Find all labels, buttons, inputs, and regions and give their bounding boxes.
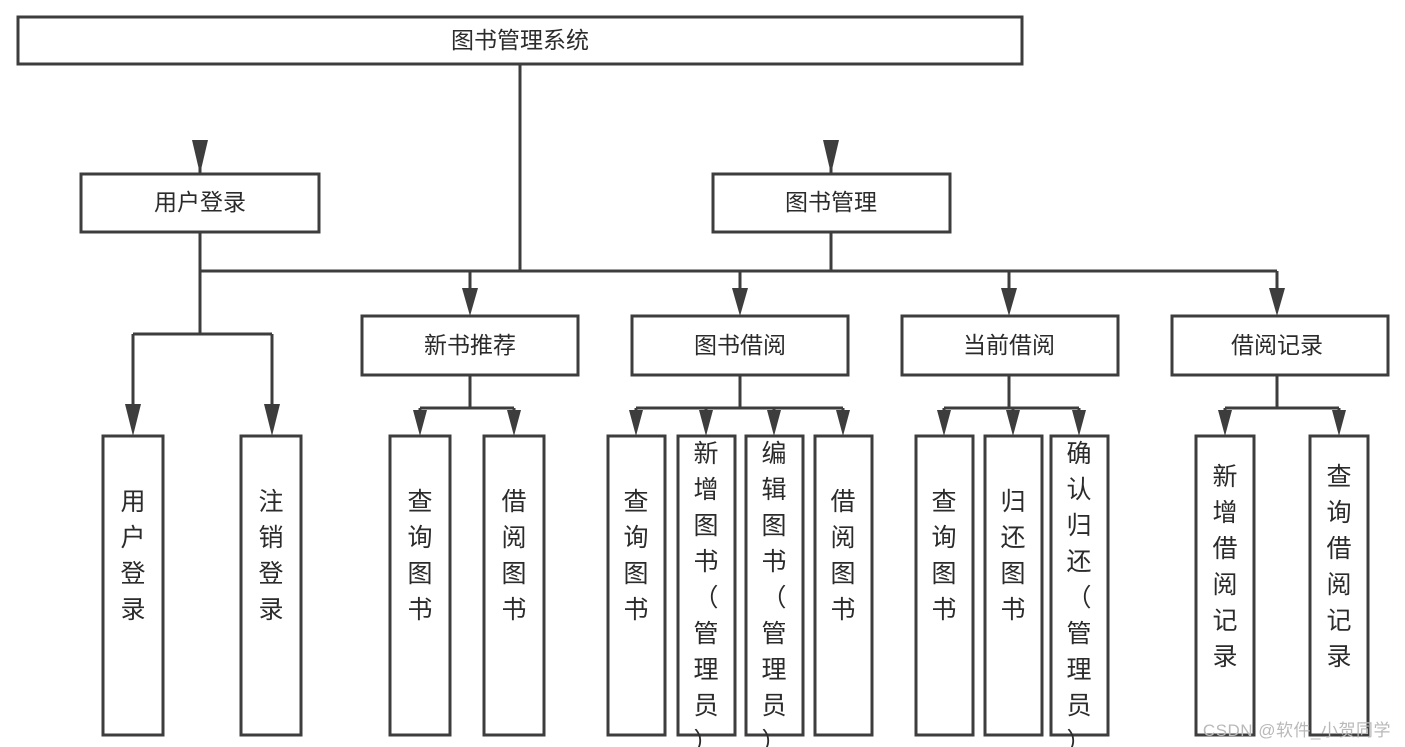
node-leaf-borrow-book-newrec-label: 借阅图书 (501, 488, 526, 624)
node-book-borrow-label: 图书借阅 (694, 332, 786, 358)
arrowhead-leaf-query-book-3 (937, 410, 951, 436)
node-leaf-user-login[interactable]: 用户登录 (101, 434, 165, 737)
node-leaf-user-login-box[interactable] (101, 434, 165, 737)
arrowhead-to-user-login (192, 140, 208, 174)
node-new-book-recommend-box[interactable] (360, 314, 580, 377)
node-leaf-add-book-admin[interactable]: 新增图书（管理员） (676, 434, 737, 747)
node-borrow-record-box[interactable] (1170, 314, 1390, 377)
node-leaf-add-book-admin-box[interactable] (676, 434, 737, 737)
node-user-login-box[interactable] (79, 172, 321, 234)
arrowhead-to-borrow-record (1269, 288, 1285, 316)
arrowhead-leaf-query-book-2 (629, 410, 643, 436)
node-leaf-return-book-box[interactable] (983, 434, 1044, 737)
node-leaf-logout[interactable]: 注销登录 (239, 434, 303, 737)
arrowhead-to-leaf-user-login (125, 404, 141, 436)
node-leaf-confirm-return-admin-box[interactable] (1049, 434, 1110, 737)
node-borrow-record[interactable]: 借阅记录 (1170, 314, 1390, 377)
node-user-login[interactable]: 用户登录 (79, 172, 321, 234)
node-new-book-recommend-label: 新书推荐 (424, 332, 516, 358)
node-leaf-query-book-current[interactable]: 查询图书 (914, 434, 975, 737)
node-root-system-label: 图书管理系统 (451, 27, 589, 53)
csdn-watermark: CSDN @软件_小贺同学 (1202, 721, 1391, 740)
node-current-borrow[interactable]: 当前借阅 (900, 314, 1120, 377)
node-current-borrow-box[interactable] (900, 314, 1120, 377)
node-book-management-label: 图书管理 (785, 189, 877, 215)
node-leaf-edit-book-admin[interactable]: 编辑图书（管理员） (744, 434, 805, 747)
arrowhead-to-leaf-logout (264, 404, 280, 436)
node-leaf-confirm-return-admin-label: 确认归还（管理员） (1066, 440, 1091, 747)
node-leaf-query-book-newrec-box[interactable] (388, 434, 452, 737)
node-leaf-borrow-book-newrec-box[interactable] (482, 434, 546, 737)
node-leaf-add-borrow-record-box[interactable] (1194, 434, 1256, 737)
node-book-management[interactable]: 图书管理 (711, 172, 952, 234)
node-root-system-box[interactable] (16, 15, 1024, 66)
node-leaf-borrow-book-borrow-label: 借阅图书 (830, 488, 855, 624)
arrowhead-leaf-confirm-return (1072, 410, 1086, 436)
arrowhead-leaf-add-book (699, 410, 713, 436)
arrowhead-leaf-borrow-book-1 (507, 410, 521, 436)
arrowhead-leaf-edit-book (767, 410, 781, 436)
node-leaf-query-borrow-record-label: 查询借阅记录 (1326, 463, 1351, 671)
node-leaf-query-book-borrow[interactable]: 查询图书 (606, 434, 667, 737)
node-borrow-record-label: 借阅记录 (1231, 332, 1323, 358)
arrowhead-leaf-return-book (1006, 410, 1020, 436)
node-leaf-logout-box[interactable] (239, 434, 303, 737)
arrowhead-leaf-query-record (1332, 410, 1346, 436)
arrowhead-to-current-borrow (1001, 288, 1017, 316)
node-root-system[interactable]: 图书管理系统 (16, 15, 1024, 66)
node-leaf-add-borrow-record[interactable]: 新增借阅记录 (1194, 434, 1256, 737)
node-book-management-box[interactable] (711, 172, 952, 234)
node-current-borrow-label: 当前借阅 (963, 332, 1055, 358)
arrowhead-to-book-borrow (732, 288, 748, 316)
node-leaf-query-book-current-box[interactable] (914, 434, 975, 737)
arrowhead-leaf-query-book-1 (413, 410, 427, 436)
arrowhead-to-book-mgmt (823, 140, 839, 174)
arrowhead-to-new-book-rec (462, 288, 478, 316)
node-leaf-query-borrow-record[interactable]: 查询借阅记录 (1308, 434, 1370, 737)
node-leaf-query-book-newrec[interactable]: 查询图书 (388, 434, 452, 737)
node-leaf-borrow-book-borrow[interactable]: 借阅图书 (813, 434, 874, 737)
node-leaf-add-book-admin-label: 新增图书（管理员） (693, 440, 718, 747)
node-book-borrow[interactable]: 图书借阅 (630, 314, 850, 377)
arrowhead-leaf-borrow-book-2 (836, 410, 850, 436)
node-leaf-confirm-return-admin[interactable]: 确认归还（管理员） (1049, 434, 1110, 747)
connector-layer (125, 64, 1346, 436)
node-leaf-query-book-borrow-label: 查询图书 (623, 488, 648, 624)
node-new-book-recommend[interactable]: 新书推荐 (360, 314, 580, 377)
node-user-login-label: 用户登录 (154, 189, 246, 215)
node-leaf-borrow-book-borrow-box[interactable] (813, 434, 874, 737)
node-leaf-return-book-label: 归还图书 (1000, 488, 1025, 624)
node-leaf-edit-book-admin-box[interactable] (744, 434, 805, 737)
node-leaf-query-book-borrow-box[interactable] (606, 434, 667, 737)
node-leaf-query-borrow-record-box[interactable] (1308, 434, 1370, 737)
node-leaf-add-borrow-record-label: 新增借阅记录 (1212, 463, 1237, 671)
node-leaf-borrow-book-newrec[interactable]: 借阅图书 (482, 434, 546, 737)
node-leaf-logout-label: 注销登录 (258, 488, 283, 624)
arrowhead-leaf-add-record (1218, 410, 1232, 436)
node-book-borrow-box[interactable] (630, 314, 850, 377)
node-leaf-return-book[interactable]: 归还图书 (983, 434, 1044, 737)
node-leaf-query-book-newrec-label: 查询图书 (407, 488, 432, 624)
node-leaf-query-book-current-label: 查询图书 (931, 488, 956, 624)
node-leaf-edit-book-admin-label: 编辑图书（管理员） (761, 440, 786, 747)
node-leaf-user-login-label: 用户登录 (120, 488, 145, 624)
